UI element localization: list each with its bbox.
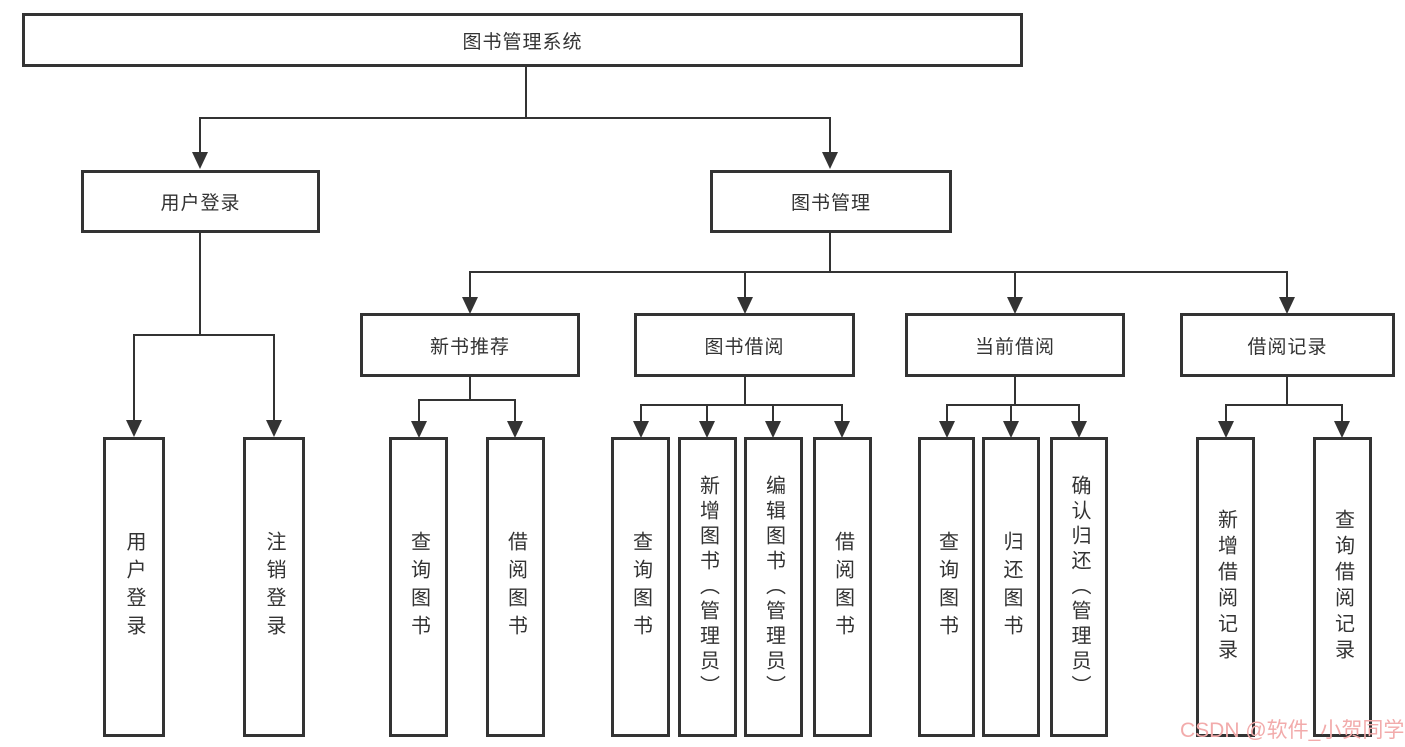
connector-line — [841, 404, 843, 422]
node-current-borrowing: 当前借阅 — [905, 313, 1125, 377]
connector-line — [1286, 271, 1288, 299]
connector-line — [640, 404, 642, 422]
connector-line — [273, 334, 275, 421]
connector-line — [199, 117, 831, 119]
leaf-borrow-add-books-admin: 新增图书（管理员） — [678, 437, 737, 737]
arrow-down-icon — [1334, 421, 1350, 438]
csdn-watermark: CSDN @软件_小贺同学 — [1180, 719, 1405, 742]
node-label: 查询借阅记录 — [1331, 509, 1354, 665]
connector-line — [1225, 404, 1227, 422]
arrow-down-icon — [1071, 421, 1087, 438]
node-book-borrowing: 图书借阅 — [634, 313, 855, 377]
arrow-down-icon — [192, 152, 208, 169]
connector-line — [469, 271, 471, 299]
node-label: 新书推荐 — [429, 336, 510, 358]
arrow-down-icon — [1218, 421, 1234, 438]
leaf-logout: 注销登录 — [243, 437, 305, 737]
leaf-records-add-record: 新增借阅记录 — [1196, 437, 1255, 737]
node-label: 注销登录 — [263, 531, 285, 643]
connector-line — [1010, 404, 1012, 422]
arrow-down-icon — [822, 152, 838, 169]
connector-line — [514, 399, 516, 422]
arrow-down-icon — [507, 421, 523, 438]
leaf-recommend-borrow-books: 借阅图书 — [486, 437, 545, 737]
node-label: 借阅图书 — [831, 531, 854, 643]
connector-line — [829, 233, 831, 273]
connector-line — [1014, 377, 1016, 406]
node-label: 新增借阅记录 — [1214, 509, 1237, 665]
arrow-down-icon — [699, 421, 715, 438]
node-new-book-recommendation: 新书推荐 — [360, 313, 580, 377]
connector-line — [946, 404, 1080, 406]
connector-line — [772, 404, 774, 422]
connector-line — [1286, 377, 1288, 406]
connector-line — [469, 271, 1288, 273]
connector-line — [706, 404, 708, 422]
connector-line — [1014, 271, 1016, 299]
leaf-current-return-books: 归还图书 — [982, 437, 1040, 737]
connector-line — [1078, 404, 1080, 422]
arrow-down-icon — [834, 421, 850, 438]
arrow-down-icon — [411, 421, 427, 438]
leaf-borrow-edit-books-admin: 编辑图书（管理员） — [744, 437, 803, 737]
arrow-down-icon — [633, 421, 649, 438]
connector-line — [199, 233, 201, 336]
node-label: 确认归还（管理员） — [1068, 474, 1090, 700]
leaf-recommend-query-books: 查询图书 — [389, 437, 448, 737]
arrow-down-icon — [1279, 297, 1295, 314]
connector-line — [744, 377, 746, 406]
leaf-borrow-query-books: 查询图书 — [611, 437, 670, 737]
node-label: 图书借阅 — [704, 336, 785, 358]
node-label: 图书管理系统 — [462, 31, 583, 53]
connector-line — [525, 67, 527, 118]
node-label: 用户登录 — [123, 531, 145, 643]
node-root-library-system: 图书管理系统 — [22, 13, 1023, 67]
arrow-down-icon — [1003, 421, 1019, 438]
node-label: 用户登录 — [160, 193, 241, 214]
leaf-borrow-borrow-books: 借阅图书 — [813, 437, 872, 737]
arrow-down-icon — [765, 421, 781, 438]
arrow-down-icon — [939, 421, 955, 438]
node-label: 借阅记录 — [1247, 336, 1328, 358]
node-label: 编辑图书（管理员） — [762, 474, 785, 700]
connector-line — [640, 404, 843, 406]
leaf-current-confirm-return-admin: 确认归还（管理员） — [1050, 437, 1108, 737]
connector-line — [469, 377, 471, 401]
connector-line — [1341, 404, 1343, 422]
arrow-down-icon — [1007, 297, 1023, 314]
leaf-user-login: 用户登录 — [103, 437, 165, 737]
node-label: 查询图书 — [935, 531, 958, 643]
node-label: 查询图书 — [629, 531, 652, 643]
connector-line — [744, 271, 746, 299]
node-user-login: 用户登录 — [81, 170, 320, 233]
arrow-down-icon — [737, 297, 753, 314]
arrow-down-icon — [126, 420, 142, 437]
node-label: 当前借阅 — [974, 336, 1055, 358]
node-label: 新增图书（管理员） — [696, 474, 719, 700]
connector-line — [829, 117, 831, 153]
leaf-current-query-books: 查询图书 — [918, 437, 975, 737]
arrow-down-icon — [266, 420, 282, 437]
node-label: 查询图书 — [407, 531, 430, 643]
connector-line — [1225, 404, 1343, 406]
connector-line — [133, 334, 275, 336]
node-label: 借阅图书 — [504, 531, 527, 643]
arrow-down-icon — [462, 297, 478, 314]
connector-line — [133, 334, 135, 421]
node-label: 归还图书 — [1000, 531, 1022, 643]
connector-line — [418, 399, 420, 422]
connector-line — [199, 117, 201, 153]
connector-line — [946, 404, 948, 422]
connector-line — [418, 399, 516, 401]
leaf-records-query-record: 查询借阅记录 — [1313, 437, 1372, 737]
node-borrowing-records: 借阅记录 — [1180, 313, 1395, 377]
node-book-management: 图书管理 — [710, 170, 952, 233]
node-label: 图书管理 — [790, 193, 871, 214]
